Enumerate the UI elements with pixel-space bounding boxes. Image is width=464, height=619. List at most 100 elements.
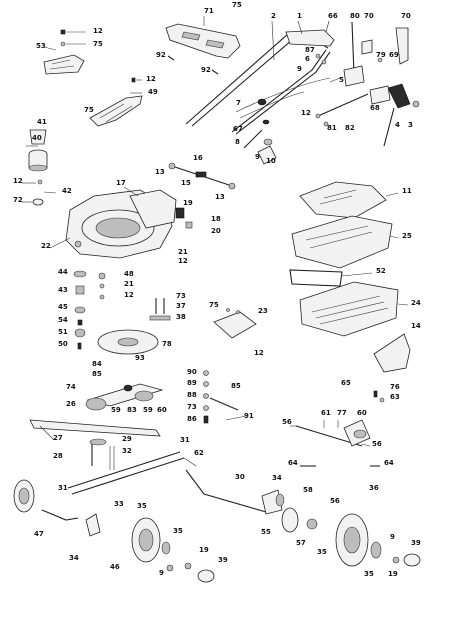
part-label-l12b: 12 xyxy=(146,75,156,83)
screws-92 xyxy=(167,55,219,75)
part-label-l77: 77 xyxy=(337,409,347,417)
part-label-l82: 82 xyxy=(345,124,355,132)
part-label-l80: 80 xyxy=(350,12,360,20)
deflector-14 xyxy=(373,333,411,373)
bag-top-25 xyxy=(291,215,393,269)
part-label-l65: 65 xyxy=(341,379,351,387)
part-label-l61: 61 xyxy=(321,409,331,417)
bracket-49 xyxy=(89,77,143,127)
part-label-l78: 78 xyxy=(162,340,172,348)
part-label-l12g: 12 xyxy=(254,349,264,357)
part-label-l42: 42 xyxy=(62,187,72,195)
part-label-l31a: 31 xyxy=(180,436,190,444)
wheel-58-55-57 xyxy=(275,493,318,533)
part-label-l35b: 35 xyxy=(173,527,183,535)
part-label-l54: 54 xyxy=(58,316,68,324)
part-label-l72: 72 xyxy=(13,196,23,204)
part-label-l12c: 12 xyxy=(301,109,311,117)
part-label-l92b: 92 xyxy=(201,66,211,74)
handle-cover-71 xyxy=(165,16,241,59)
part-label-l70a: 70 xyxy=(364,12,374,20)
part-label-l6: 6 xyxy=(305,55,310,63)
rod-82 xyxy=(315,93,369,127)
part-label-l83: 83 xyxy=(127,406,137,414)
part-label-l58: 58 xyxy=(303,486,313,494)
gear-lever-4 xyxy=(369,57,420,147)
part-label-l9a: 9 xyxy=(297,65,302,73)
part-label-l75c: 75 xyxy=(209,301,219,309)
part-label-l14: 14 xyxy=(411,322,421,330)
part-label-l19b: 19 xyxy=(199,546,209,554)
part-label-l32: 32 xyxy=(122,447,132,455)
part-label-l22: 22 xyxy=(41,242,51,250)
screw-12-top xyxy=(43,29,86,51)
brake-lever-80 xyxy=(343,21,409,87)
part-label-l7: 7 xyxy=(236,99,241,107)
part-label-l24: 24 xyxy=(411,299,421,307)
part-label-l52: 52 xyxy=(376,267,386,275)
part-label-l73a: 73 xyxy=(176,292,186,300)
part-label-l26: 26 xyxy=(66,400,76,408)
part-label-l73b: 73 xyxy=(187,403,197,411)
plate-23 xyxy=(213,308,257,339)
deck-22 xyxy=(65,189,193,259)
engine-cover-11 xyxy=(299,181,387,219)
bolt-28-29 xyxy=(89,438,107,466)
wheel-36-rear xyxy=(335,513,382,567)
part-label-l51: 51 xyxy=(58,328,68,336)
part-label-l59b: 59 xyxy=(143,406,153,414)
part-label-l35d: 35 xyxy=(364,570,374,578)
part-label-l40: 40 xyxy=(32,134,42,142)
part-label-l81: 81 xyxy=(327,124,337,132)
part-label-l9d: 9 xyxy=(159,569,164,577)
part-label-l76: 76 xyxy=(390,383,400,391)
part-label-l62: 62 xyxy=(194,449,204,457)
part-label-l17: 17 xyxy=(116,179,126,187)
part-label-l16: 16 xyxy=(193,154,203,162)
part-label-l11: 11 xyxy=(402,187,412,195)
disc-78 xyxy=(97,329,159,355)
part-label-l35a: 35 xyxy=(137,502,147,510)
small-parts-column xyxy=(73,270,106,350)
part-label-l34a: 34 xyxy=(272,474,282,482)
part-label-l66: 66 xyxy=(328,12,338,20)
part-label-l90: 90 xyxy=(187,368,197,376)
part-label-l34b: 34 xyxy=(69,554,79,562)
part-label-l49: 49 xyxy=(148,88,158,96)
part-label-l1: 1 xyxy=(297,12,302,20)
part-label-l69: 69 xyxy=(389,51,399,59)
bracket-34-left xyxy=(85,513,101,537)
part-label-l12e: 12 xyxy=(178,257,188,265)
part-label-l10: 10 xyxy=(266,157,276,165)
wheel-46-front xyxy=(131,517,174,572)
part-label-l20: 20 xyxy=(211,227,221,235)
part-label-l89: 89 xyxy=(187,379,197,387)
part-label-l46: 46 xyxy=(110,563,120,571)
part-label-l9c: 9 xyxy=(390,533,395,541)
knob-41 xyxy=(28,129,48,206)
part-label-l44: 44 xyxy=(58,268,68,276)
part-label-l56c: 56 xyxy=(330,497,340,505)
part-label-l4: 4 xyxy=(395,121,400,129)
part-label-l19c: 19 xyxy=(388,570,398,578)
part-label-l39b: 39 xyxy=(218,556,228,564)
part-label-l21b: 21 xyxy=(124,280,134,288)
part-label-l2: 2 xyxy=(271,12,276,20)
lever-8-9-10 xyxy=(243,129,277,165)
part-label-l93: 93 xyxy=(135,354,145,362)
part-label-l79: 79 xyxy=(376,51,386,59)
part-label-l55: 55 xyxy=(261,528,271,536)
part-label-l9b: 9 xyxy=(255,153,260,161)
part-label-l85a: 85 xyxy=(92,370,102,378)
part-label-l41: 41 xyxy=(37,118,47,126)
part-label-l75a: 75 xyxy=(93,40,103,48)
part-label-l57: 57 xyxy=(296,539,306,547)
part-label-l5: 5 xyxy=(339,76,344,84)
cap-19-39-left xyxy=(184,562,215,583)
handle-frame xyxy=(185,20,335,135)
cap-19-39-right xyxy=(392,553,421,567)
part-label-l12f: 12 xyxy=(124,291,134,299)
part-label-l12d: 12 xyxy=(13,177,23,185)
